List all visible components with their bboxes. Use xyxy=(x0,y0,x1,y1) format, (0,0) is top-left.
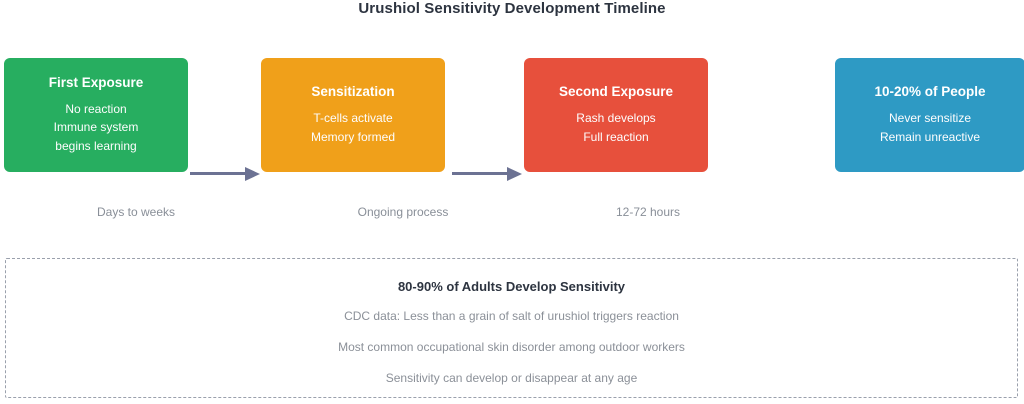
stage-card-detail: begins learning xyxy=(55,138,137,153)
stage-card-first-exposure[interactable]: First Exposure No reaction Immune system… xyxy=(4,58,188,172)
summary-fact: Most common occupational skin disorder a… xyxy=(338,339,685,354)
stage-card-title: Second Exposure xyxy=(558,83,674,99)
stage-card-title: 10-20% of People xyxy=(874,83,986,99)
duration-label-first-exposure: Days to weeks xyxy=(96,205,176,219)
stage-card-detail: Memory formed xyxy=(310,129,396,144)
duration-label-sensitization: Ongoing process xyxy=(357,205,449,219)
stage-card-detail: Immune system xyxy=(53,120,139,135)
page-title: Urushiol Sensitivity Development Timelin… xyxy=(358,0,666,17)
stage-row: First Exposure No reaction Immune system… xyxy=(0,58,1024,181)
duration-label-row: Days to weeks Ongoing process 12-72 hour… xyxy=(0,203,1024,223)
stage-card-sensitization[interactable]: Sensitization T-cells activate Memory fo… xyxy=(261,58,445,172)
summary-fact: Sensitivity can develop or disappear at … xyxy=(385,370,638,385)
stage-card-detail: Never sensitize xyxy=(888,111,972,125)
stage-card-title: First Exposure xyxy=(48,74,144,90)
stage-card-detail: Full reaction xyxy=(583,129,649,144)
stage-card-detail: Remain unreactive xyxy=(879,129,981,144)
stage-card-detail: Rash develops xyxy=(576,111,656,125)
summary-panel: 80-90% of Adults Develop Sensitivity CDC… xyxy=(5,258,1018,398)
arrow-shaft xyxy=(190,172,246,175)
stage-card-never-sensitize[interactable]: 10-20% of People Never sensitize Remain … xyxy=(835,58,1024,172)
arrow-head xyxy=(507,167,522,181)
summary-fact: CDC data: Less than a grain of salt of u… xyxy=(344,309,679,323)
arrow-right-icon xyxy=(190,167,260,181)
arrow-head xyxy=(245,167,260,181)
stage-card-detail: T-cells activate xyxy=(313,111,393,125)
summary-heading: 80-90% of Adults Develop Sensitivity xyxy=(397,279,626,294)
stage-card-title: Sensitization xyxy=(311,83,395,99)
stage-card-detail: No reaction xyxy=(65,101,127,116)
duration-label-second-exposure: 12-72 hours xyxy=(615,205,681,219)
arrow-shaft xyxy=(452,172,508,175)
arrow-right-icon xyxy=(452,167,522,181)
stage-card-second-exposure[interactable]: Second Exposure Rash develops Full react… xyxy=(524,58,708,172)
